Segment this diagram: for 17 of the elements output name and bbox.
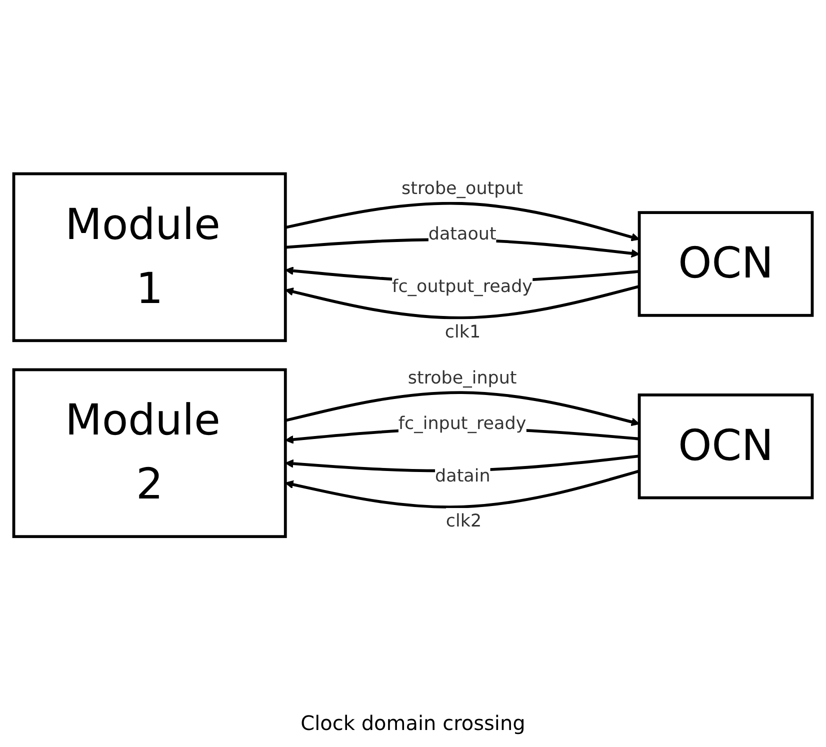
note-text: Clock domain crossing xyxy=(300,711,526,735)
edge-label: clk2 xyxy=(446,511,482,532)
edge-label: strobe_output xyxy=(402,178,524,200)
node-box: Module 1 xyxy=(12,172,287,342)
edge-label: dataout xyxy=(428,224,496,245)
arrow xyxy=(285,470,640,509)
node-box: Module 2 xyxy=(12,368,287,538)
arrow xyxy=(285,391,640,426)
arrow xyxy=(285,285,640,320)
arrow xyxy=(285,202,640,242)
edge-label: strobe_input xyxy=(408,368,517,388)
edge-label: clk1 xyxy=(444,322,481,343)
edge-label: fc_output_ready xyxy=(392,276,533,298)
edge-label: datain xyxy=(435,466,490,486)
node-box: OCN xyxy=(638,394,814,500)
node-box: OCN xyxy=(638,211,814,318)
edge-label: fc_input_ready xyxy=(398,414,526,434)
